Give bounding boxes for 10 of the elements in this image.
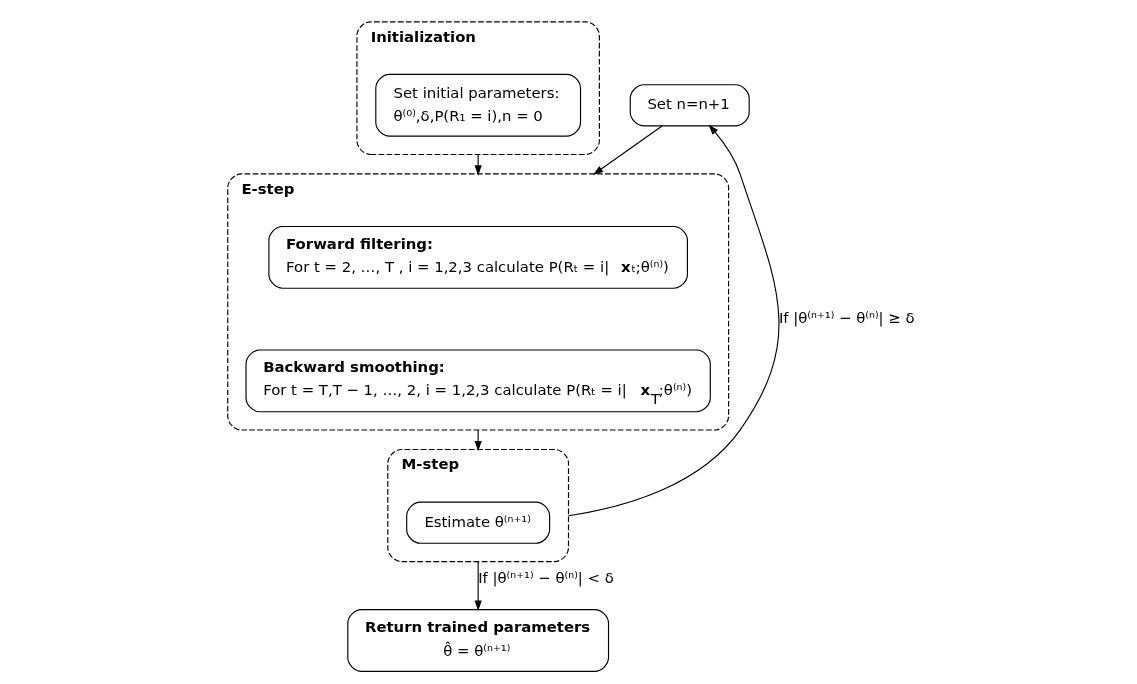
node-box: Set initial parameters: θ⁽⁰⁾,δ,P(R₁ = i),n = 0 — [375, 73, 582, 137]
arrow — [567, 124, 780, 517]
edge-label: If |θ⁽ⁿ⁺¹⁾ − θ⁽ⁿ⁾| ≥ δ — [778, 309, 915, 328]
arrow — [474, 561, 482, 611]
arrow — [593, 125, 663, 175]
edge-label: If |θ⁽ⁿ⁺¹⁾ − θ⁽ⁿ⁾| < δ — [478, 568, 614, 587]
node-box: Set n=n+1 — [629, 84, 750, 127]
node-box: Return trained parameters θ̂ = θ⁽ⁿ⁺¹⁾ — [347, 609, 610, 672]
node-box: Forward filtering: For t = 2, …, T , i = 1,2,3 calculate P(Rₜ = i|xₜ;θ⁽ⁿ⁾) — [268, 225, 688, 289]
node-box: Estimate θ⁽ⁿ⁺¹⁾ — [406, 501, 551, 544]
